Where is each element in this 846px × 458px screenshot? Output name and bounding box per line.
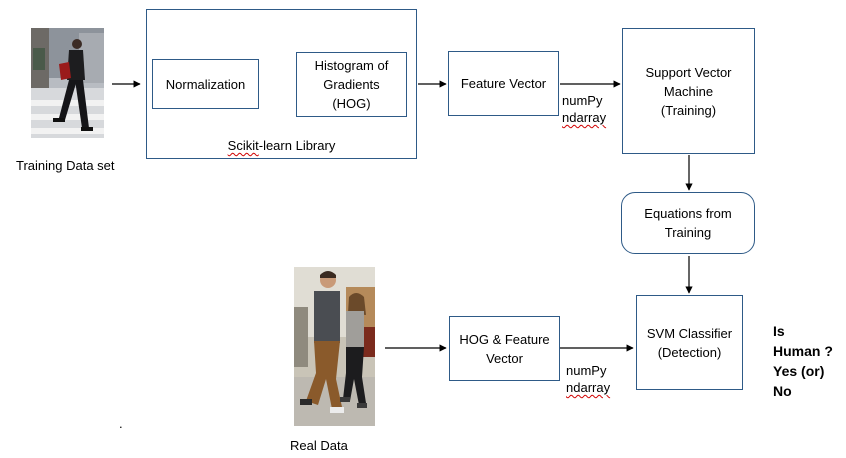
hog-label: Histogram of Gradients (HOG) xyxy=(314,58,389,111)
stray-dot: . xyxy=(119,416,123,431)
hog-feature-vector-label: HOG & Feature Vector xyxy=(459,331,550,366)
training-image xyxy=(31,28,104,138)
feature-vector-label: Feature Vector xyxy=(460,76,547,91)
normalization-box: Normalization xyxy=(152,59,259,109)
equations-label: Equations from Training xyxy=(644,206,732,240)
library-label: Scikit-learn Library xyxy=(227,138,336,153)
real-data-image xyxy=(294,267,375,426)
svm-classifier-label: SVM Classifier (Detection) xyxy=(646,325,733,360)
training-data-caption: Training Data set xyxy=(16,158,115,173)
training-numpy-label: numPy ndarray xyxy=(562,92,606,126)
detection-output-text: Is Human ? Yes (or) No xyxy=(773,323,833,399)
hog-box: Histogram of Gradients (HOG) xyxy=(296,52,407,117)
svm-training-label: Support Vector Machine (Training) xyxy=(645,64,732,118)
real-data-caption: Real Data xyxy=(290,438,348,453)
hog-feature-vector-box: HOG & Feature Vector xyxy=(449,316,560,381)
detection-numpy-line2: ndarray xyxy=(566,380,611,395)
svm-training-box: Support Vector Machine (Training) xyxy=(622,28,755,154)
normalization-label: Normalization xyxy=(165,76,246,92)
training-numpy-line1: numPy xyxy=(562,93,603,108)
training-numpy-line2: ndarray xyxy=(562,110,607,125)
detection-numpy-line1: numPy xyxy=(566,363,607,378)
equations-box: Equations from Training xyxy=(621,192,755,254)
feature-vector-box: Feature Vector xyxy=(448,51,559,116)
detection-numpy-label: numPy ndarray xyxy=(566,362,610,396)
svm-classifier-box: SVM Classifier (Detection) xyxy=(636,295,743,390)
